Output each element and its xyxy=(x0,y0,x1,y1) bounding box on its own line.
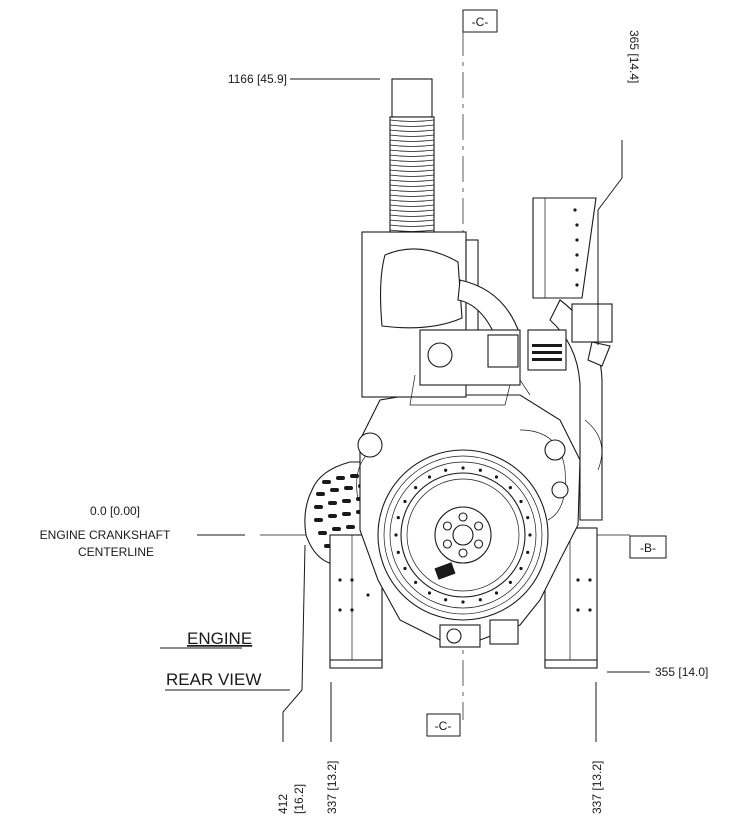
flywheel-hole xyxy=(494,475,499,479)
flywheel-hole xyxy=(461,600,465,604)
origin-line1: ENGINE CRANKSHAFT xyxy=(40,528,171,542)
flywheel-hole xyxy=(427,591,432,595)
origin-line2: CENTERLINE xyxy=(78,545,154,559)
flywheel-bolt xyxy=(442,521,452,531)
flywheel-hole xyxy=(427,475,432,479)
dim-left-337: 337 [13.2] xyxy=(325,761,339,814)
flywheel-bolt xyxy=(474,539,484,549)
flywheel-hole xyxy=(414,580,418,584)
view-title-line1: ENGINE xyxy=(187,629,252,648)
flywheel-bolt xyxy=(474,521,484,531)
flywheel-icon xyxy=(377,449,549,621)
bellows-ring xyxy=(389,204,435,207)
bellows-ring xyxy=(389,174,435,177)
datum-c-top: -C- xyxy=(462,9,498,33)
flywheel-hole xyxy=(461,466,465,470)
dim-right-337: 337 [13.2] xyxy=(590,761,604,814)
dim-412-b: [16.2] xyxy=(292,784,306,814)
flywheel-bolt xyxy=(458,512,468,522)
flywheel-hole xyxy=(444,468,448,472)
view-title-line2: REAR VIEW xyxy=(166,670,261,689)
air-filter-icon xyxy=(361,231,479,398)
datum-c-bottom-label: -C- xyxy=(435,719,452,733)
flywheel-hole xyxy=(396,516,400,520)
flywheel-hole xyxy=(478,598,482,602)
datum-c-top-label: -C- xyxy=(472,15,489,29)
flywheel-hole xyxy=(414,486,418,490)
dim-right-top: 365 [14.4] xyxy=(627,30,641,83)
flywheel-hole xyxy=(528,533,532,537)
bellows-ring xyxy=(389,159,435,162)
bellows-ring xyxy=(389,209,435,212)
bellows-ring xyxy=(389,149,435,152)
bellows-ring xyxy=(389,144,435,147)
bellows-ring xyxy=(389,194,435,197)
dim-412-a: 412 xyxy=(276,794,290,814)
bellows-ring xyxy=(389,214,435,217)
flywheel-hole xyxy=(508,486,512,490)
dimension-leaders xyxy=(197,78,650,742)
flywheel-hole xyxy=(519,499,523,504)
bellows-ring xyxy=(389,139,435,142)
exhaust-bellows-icon xyxy=(389,78,435,233)
bellows-ring xyxy=(389,199,435,202)
flywheel-hole xyxy=(394,533,398,537)
engine-drawing xyxy=(304,78,613,669)
flywheel-bolt xyxy=(458,548,468,558)
datum-b: -B- xyxy=(629,535,667,559)
bellows-ring xyxy=(389,164,435,167)
datum-c-bottom: -C- xyxy=(426,713,461,737)
flywheel-hole xyxy=(526,516,530,520)
flywheel-hole xyxy=(403,566,407,571)
bellows-ring xyxy=(389,224,435,227)
control-box xyxy=(532,197,613,367)
datum-b-label: -B- xyxy=(640,541,656,555)
flywheel-hole xyxy=(403,499,407,504)
flywheel-hole xyxy=(508,580,512,584)
bellows-ring xyxy=(389,154,435,157)
dim-right-bottom: 355 [14.0] xyxy=(655,665,708,679)
flywheel-hole xyxy=(478,468,482,472)
bellows-ring xyxy=(389,129,435,132)
flywheel-hole xyxy=(526,550,530,554)
flywheel-bolt xyxy=(442,539,452,549)
bellows-ring xyxy=(389,124,435,127)
bellows-ring xyxy=(389,119,435,122)
bellows-ring xyxy=(389,184,435,187)
flywheel-hole xyxy=(396,550,400,554)
dim-top-height: 1166 [45.9] xyxy=(228,72,287,86)
turbo-intake xyxy=(409,279,567,406)
bellows-ring xyxy=(389,189,435,192)
origin-value: 0.0 [0.00] xyxy=(90,504,140,518)
flywheel-hole xyxy=(444,598,448,602)
bellows-ring xyxy=(389,134,435,137)
flywheel-hole xyxy=(519,566,523,571)
bellows-ring xyxy=(389,179,435,182)
bellows-ring xyxy=(389,169,435,172)
flywheel-hole xyxy=(494,591,499,595)
bellows-ring xyxy=(389,219,435,222)
bellows-ring xyxy=(389,229,435,232)
